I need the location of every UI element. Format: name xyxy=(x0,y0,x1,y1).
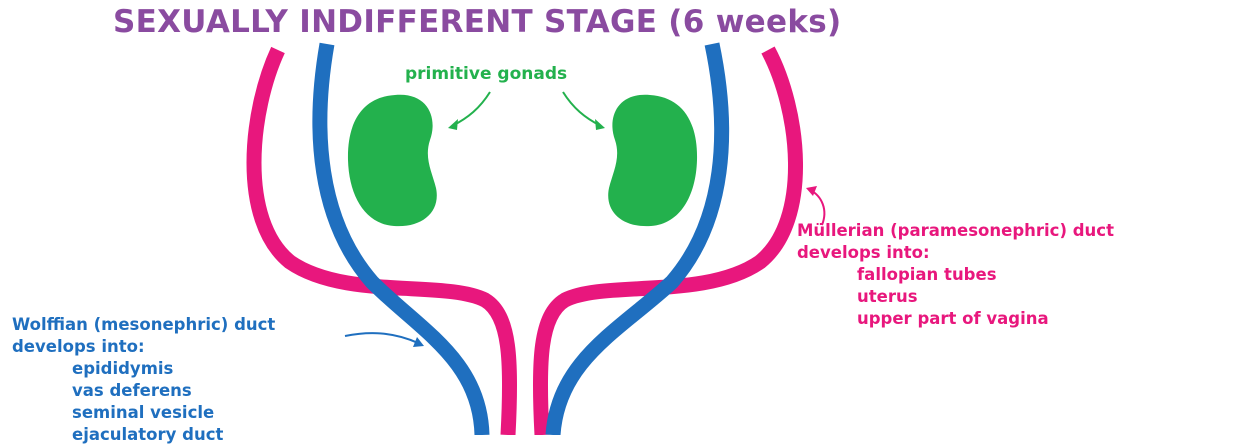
wolffian-item: vas deferens xyxy=(12,380,275,402)
wolffian-item: ejaculatory duct xyxy=(12,424,275,446)
gonad-right xyxy=(608,95,697,226)
wolffian-arrow xyxy=(345,333,418,343)
wolffian-label-block: Wolffian (mesonephric) duct develops int… xyxy=(12,314,275,446)
mullerian-item: fallopian tubes xyxy=(797,264,1114,286)
wolffian-item: epididymis xyxy=(12,358,275,380)
gonads-label: primitive gonads xyxy=(405,64,567,84)
wolffian-item: seminal vesicle xyxy=(12,402,275,424)
mullerian-item: upper part of vagina xyxy=(797,308,1114,330)
diagram-title: SEXUALLY INDIFFERENT STAGE (6 weeks) xyxy=(113,4,841,40)
gonad-arrowhead-right xyxy=(595,119,605,130)
gonad-arrowhead-left xyxy=(448,119,458,130)
gonad-left xyxy=(348,95,437,226)
mullerian-duct-name: Müllerian (paramesonephric) duct xyxy=(797,220,1114,242)
mullerian-label-block: Müllerian (paramesonephric) duct develop… xyxy=(797,220,1114,330)
mullerian-intro: develops into: xyxy=(797,242,1114,264)
mullerian-item: uterus xyxy=(797,286,1114,308)
wolffian-duct-name: Wolffian (mesonephric) duct xyxy=(12,314,275,336)
wolffian-intro: develops into: xyxy=(12,336,275,358)
